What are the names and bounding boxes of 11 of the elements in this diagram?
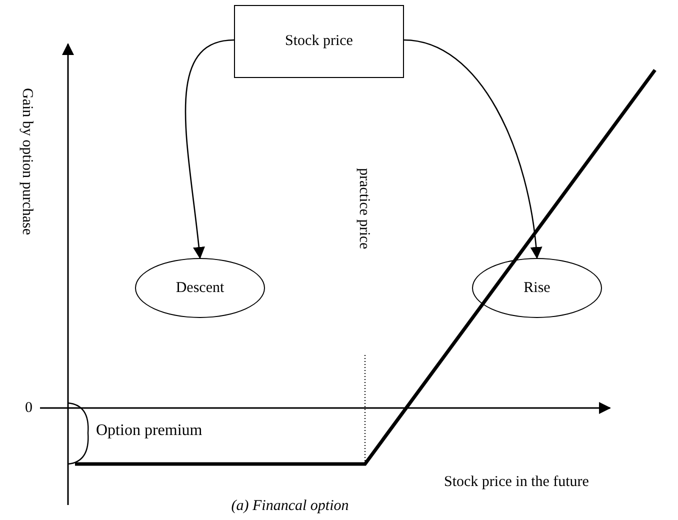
arrow xyxy=(404,39,542,259)
axis-label: Stock price in the future xyxy=(444,474,589,491)
process-box: Stock price xyxy=(234,5,404,78)
axis-label: practice price xyxy=(355,168,372,250)
axis-value: 0 xyxy=(25,400,32,417)
ellipse-node: Rise xyxy=(472,258,602,318)
axis-label: Gain by option purchase xyxy=(18,88,35,236)
ellipse-node: Descent xyxy=(135,258,265,318)
caption: (a) Financal option xyxy=(230,498,350,515)
arrow xyxy=(184,39,234,259)
annotation-text: Option premium xyxy=(96,422,202,440)
